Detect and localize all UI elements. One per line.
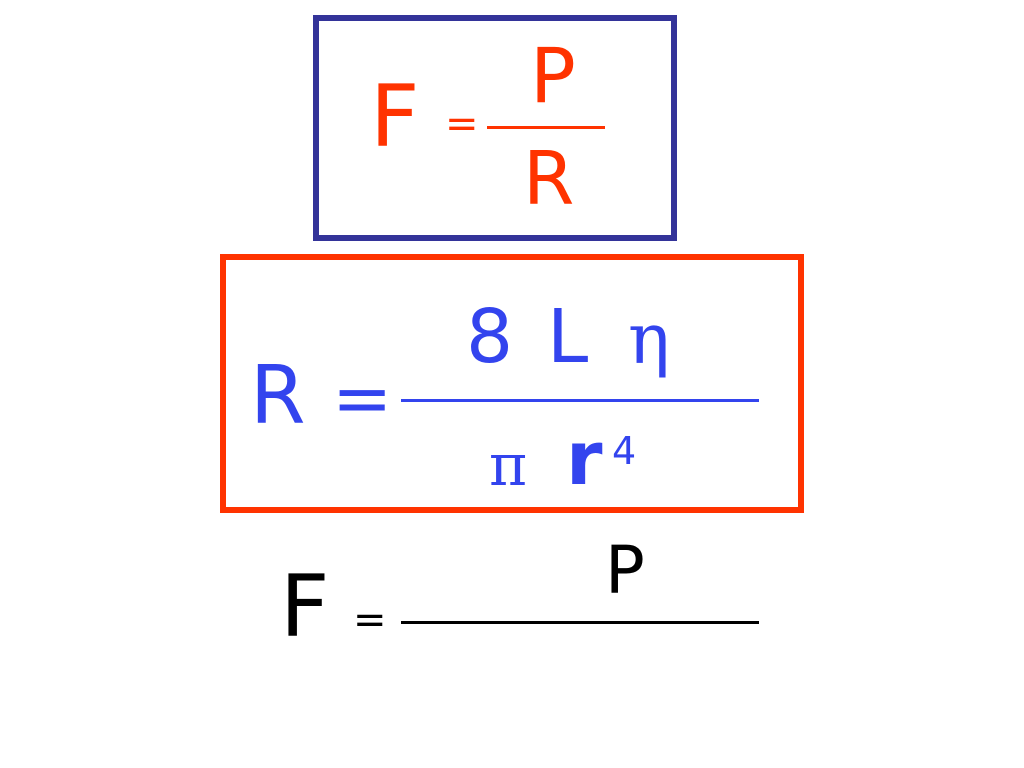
formula2-numerator-length: L <box>547 294 589 380</box>
formula2-numerator-eta: η <box>628 298 670 380</box>
formula3-numerator: P <box>605 532 645 609</box>
formula1-numerator: P <box>530 31 576 120</box>
formula3-equals: = <box>353 597 387 643</box>
formula2-fraction-bar <box>401 399 759 402</box>
formula3-lhs: F <box>280 557 330 657</box>
formula2-equals: = <box>332 356 393 440</box>
formula2-numerator-eight: 8 <box>466 294 514 380</box>
formula3-fraction-bar <box>401 621 759 624</box>
formula1-denominator: R <box>523 136 575 222</box>
formula1-fraction-bar <box>487 126 605 129</box>
formula2-exponent: 4 <box>612 429 637 473</box>
formula2-lhs: R <box>250 349 306 442</box>
formula1-lhs: F <box>370 67 420 167</box>
formula2-denominator-pi: π <box>489 431 528 499</box>
formula-box-flow <box>313 15 677 241</box>
formula-box-resistance <box>220 254 804 513</box>
formula1-equals: = <box>445 101 479 147</box>
formula2-denominator-r: r <box>566 416 603 502</box>
